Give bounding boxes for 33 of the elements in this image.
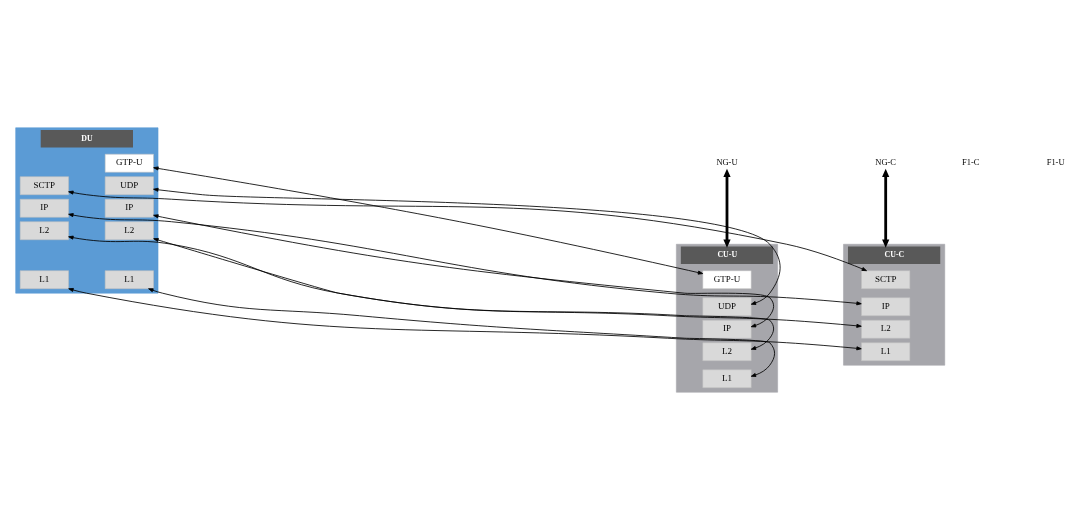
node-box: L1: [861, 341, 911, 361]
node-box: L2: [702, 341, 752, 361]
node-box: GTP-U: [702, 269, 752, 289]
node-box: L2: [104, 220, 154, 240]
label: F1-U: [1046, 156, 1065, 167]
arrow: [148, 287, 775, 377]
node-box: L1: [19, 269, 69, 289]
arrow: [68, 190, 867, 271]
node-text: NG-U: [716, 156, 738, 167]
arrow: [68, 212, 862, 305]
node-box: UDP: [104, 175, 154, 195]
arrow: [153, 213, 775, 327]
node-box: L1: [702, 368, 752, 388]
node-box: IP: [861, 296, 911, 316]
node-box: IP: [104, 198, 154, 217]
node-box: L2: [861, 319, 911, 338]
arrow: [153, 187, 781, 305]
node-box: L2: [19, 220, 69, 240]
node-box: L1: [104, 269, 154, 289]
arrow: [68, 287, 862, 350]
node-box: IP: [702, 319, 752, 338]
node-box: SCTP: [861, 269, 911, 289]
node-box: IP: [19, 198, 69, 217]
node-box: GTP-U: [104, 153, 154, 172]
label: F1-C: [961, 156, 980, 167]
arrow: [153, 165, 704, 275]
node-text: NG-C: [875, 156, 896, 167]
arrow: [882, 168, 890, 248]
arrow: [723, 168, 731, 248]
arrow: [68, 235, 862, 328]
node-box: SCTP: [19, 175, 69, 195]
arrow: [153, 237, 775, 350]
node-box: UDP: [702, 296, 752, 316]
